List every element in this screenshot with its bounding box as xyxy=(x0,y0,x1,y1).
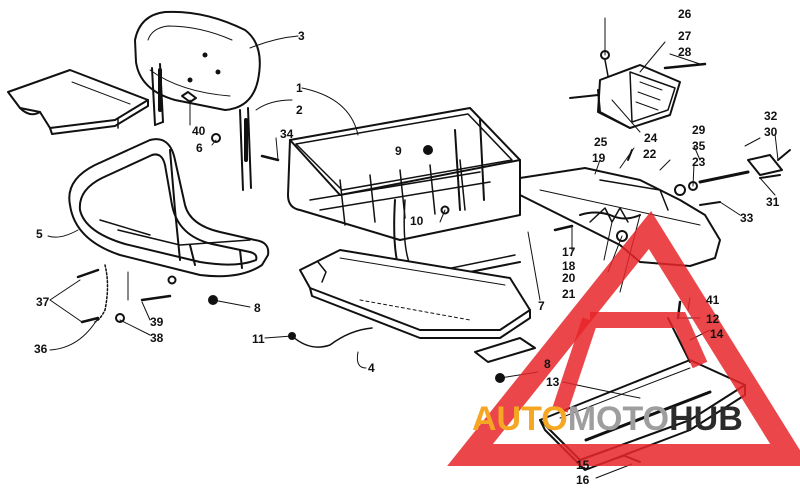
callout-6: 6 xyxy=(196,141,203,155)
callout-14: 14 xyxy=(710,327,724,341)
callout-25: 25 xyxy=(594,135,608,149)
callout-35: 35 xyxy=(692,139,706,153)
callout-4: 4 xyxy=(368,361,375,375)
callout-5: 5 xyxy=(36,227,43,241)
callout-22: 22 xyxy=(643,147,657,161)
callout-23: 23 xyxy=(692,155,706,169)
bolts-left xyxy=(76,264,177,324)
callout-19: 19 xyxy=(592,151,606,165)
callout-1: 1 xyxy=(296,81,303,95)
callout-9: 9 xyxy=(395,144,402,158)
callout-36: 36 xyxy=(34,342,48,356)
cable xyxy=(288,327,373,348)
callout-17: 17 xyxy=(562,245,576,259)
seat-frame xyxy=(68,138,270,278)
callout-32: 32 xyxy=(764,109,778,123)
callout-34: 34 xyxy=(280,127,294,141)
backrest-frame xyxy=(151,63,252,191)
callout-38: 38 xyxy=(150,331,164,345)
callout-12: 12 xyxy=(706,312,720,326)
callout-29: 29 xyxy=(692,123,706,137)
callout-41: 41 xyxy=(706,293,720,307)
watermark-triangle-inner xyxy=(552,312,708,413)
callout-30: 30 xyxy=(764,125,778,139)
callout-7: 7 xyxy=(538,299,545,313)
callout-18: 18 xyxy=(562,259,576,273)
tail-light xyxy=(569,50,707,129)
leader-lines xyxy=(47,17,779,479)
callout-24: 24 xyxy=(644,131,658,145)
callout-33: 33 xyxy=(740,211,754,225)
callout-31: 31 xyxy=(766,195,780,209)
callout-8: 8 xyxy=(254,301,261,315)
watermark-auto: AUTO xyxy=(472,400,568,438)
callout-21: 21 xyxy=(562,287,576,301)
callout-8-lower: 8 xyxy=(544,357,551,371)
callout-10: 10 xyxy=(410,214,424,228)
luggage-rack xyxy=(287,107,521,283)
callout-37: 37 xyxy=(36,295,50,309)
seat-pad xyxy=(7,69,149,135)
callout-2: 2 xyxy=(296,103,303,117)
backrest-pad xyxy=(134,10,261,111)
callout-15: 15 xyxy=(576,458,590,472)
watermark-hub: HUB xyxy=(669,400,743,438)
callout-13: 13 xyxy=(546,375,560,389)
callout-28: 28 xyxy=(678,45,692,59)
callout-26: 26 xyxy=(678,7,692,21)
callout-27: 27 xyxy=(678,29,692,43)
watermark-moto: MOTO xyxy=(567,400,670,438)
callout-3: 3 xyxy=(298,29,305,43)
fasteners-mid xyxy=(181,91,280,305)
callout-16: 16 xyxy=(576,473,590,487)
callout-40: 40 xyxy=(192,124,206,138)
callout-20: 20 xyxy=(562,271,576,285)
base-tray xyxy=(299,249,531,339)
callout-11: 11 xyxy=(252,332,265,346)
callout-39: 39 xyxy=(150,315,164,329)
watermark-triangle xyxy=(447,210,800,466)
watermark-text: AUTOMOTOHUB xyxy=(472,402,743,436)
